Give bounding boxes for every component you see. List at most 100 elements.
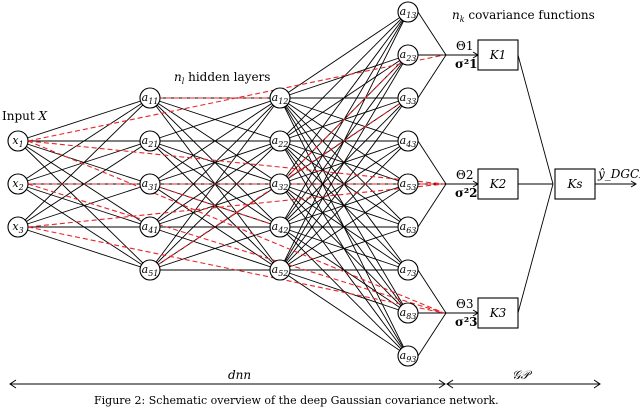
edge-a41-a12 [149, 97, 281, 228]
node-a32: a32 [269, 173, 291, 195]
node-a13: a13 [397, 1, 419, 23]
sigma-label-1: σ²1 [455, 57, 477, 71]
dashed-connections [27, 54, 445, 314]
dashed-link-0 [27, 54, 445, 142]
edge-to-kernel-1 [417, 54, 447, 99]
node-label: a13 [400, 5, 417, 20]
node-a22: a22 [269, 130, 291, 152]
node-a51: a51 [139, 259, 161, 281]
node-circle [139, 130, 161, 152]
edge-a22-a13 [279, 11, 409, 142]
kernel-label: K3 [489, 306, 507, 320]
node-x2: x2 [7, 173, 29, 195]
kernel-label: K1 [489, 48, 507, 62]
output-label: ŷ_DGCN [597, 167, 640, 181]
dashed-link-4 [27, 183, 445, 228]
node-a31: a31 [139, 173, 161, 195]
node-x1: x1 [7, 130, 29, 152]
node-a93: a93 [397, 345, 419, 367]
edge-x3-a51 [17, 226, 151, 271]
edge-a31-a12 [149, 97, 281, 185]
node-circle [397, 302, 419, 324]
node-label: a51 [142, 263, 159, 278]
node-a11: a11 [139, 87, 161, 109]
edge-to-kernel-3 [417, 269, 447, 314]
node-label: a52 [272, 263, 289, 278]
node-circle [139, 259, 161, 281]
edge-to-kernel-3 [417, 312, 447, 357]
figure-caption: Figure 2: Schematic overview of the deep… [94, 394, 499, 407]
gp-range-arrow [446, 379, 601, 389]
node-a83: a83 [397, 302, 419, 324]
kernel-box-1: K1 [477, 39, 519, 71]
edge-a52-a83 [279, 269, 409, 314]
node-a53: a53 [397, 173, 419, 195]
kernel-to-ks-3 [517, 183, 554, 314]
dashed-mid-2 [279, 54, 409, 185]
node-label: a31 [142, 177, 159, 192]
kernel-box-2: K2 [477, 168, 519, 200]
hidden-layers-label: nl hidden layers [174, 70, 270, 86]
edge-x3-a31 [17, 183, 151, 228]
node-a73: a73 [397, 259, 419, 281]
edge-x1-a11 [17, 97, 151, 142]
node-label: a33 [400, 91, 417, 106]
sigma-label-2: σ²2 [455, 186, 477, 200]
edge-a32-a13 [279, 11, 409, 185]
node-circle [269, 87, 291, 109]
edge-x2-a11 [17, 97, 151, 185]
node-label: a53 [400, 177, 417, 192]
theta-label-3: Θ3 [456, 297, 473, 311]
theta-label-2: Θ2 [456, 168, 473, 182]
node-circle [269, 216, 291, 238]
node-circle [397, 259, 419, 281]
node-circle [397, 345, 419, 367]
node-label: x1 [12, 134, 23, 149]
covariance-label: nk covariance functions [452, 8, 595, 24]
node-label: a22 [272, 134, 289, 149]
dashed-link-6 [27, 140, 445, 314]
node-a41: a41 [139, 216, 161, 238]
kernel-to-ks-1 [517, 54, 554, 185]
network-nodes: x1 x2 x3 a11 a21 a31 a41 a51 a12 a22 a32 a42 a52 a13 a… [7, 1, 419, 367]
kernel-box-3: K3 [477, 297, 519, 329]
edge-a52-a93 [279, 269, 409, 357]
node-circle [269, 130, 291, 152]
dashed-mid-3 [149, 183, 281, 228]
node-label: a12 [272, 91, 289, 106]
node-circle [7, 130, 29, 152]
node-label: a41 [142, 220, 159, 235]
dnn-label: dnn [228, 368, 251, 382]
node-a42: a42 [269, 216, 291, 238]
node-circle [269, 259, 291, 281]
node-label: a11 [142, 91, 159, 106]
edge-a12-a13 [279, 11, 409, 99]
node-label: x3 [12, 220, 23, 235]
edge-a52-a53 [279, 183, 409, 271]
edge-a52-a23 [279, 54, 409, 271]
node-label: a21 [142, 134, 159, 149]
theta-label-1: Θ1 [456, 39, 473, 53]
kernel-rect [477, 168, 519, 200]
node-a33: a33 [397, 87, 419, 109]
node-a52: a52 [269, 259, 291, 281]
node-circle [397, 173, 419, 195]
edge-to-kernel-2 [417, 140, 447, 185]
node-circle [397, 216, 419, 238]
sigma-label-3: σ²3 [455, 315, 477, 329]
node-a23: a23 [397, 44, 419, 66]
node-circle [139, 87, 161, 109]
edge-to-kernel-2 [417, 183, 447, 228]
edge-a51-a42 [149, 226, 281, 271]
node-label: a73 [400, 263, 417, 278]
gp-label: 𝒢𝒫 [512, 368, 533, 382]
node-label: x2 [12, 177, 23, 192]
node-a21: a21 [139, 130, 161, 152]
dnn-range-arrow [9, 379, 446, 389]
dashed-link-1 [27, 140, 445, 185]
dashed-link-3 [27, 183, 445, 314]
node-circle [397, 44, 419, 66]
node-circle [397, 1, 419, 23]
kernel-label: K2 [489, 177, 507, 191]
